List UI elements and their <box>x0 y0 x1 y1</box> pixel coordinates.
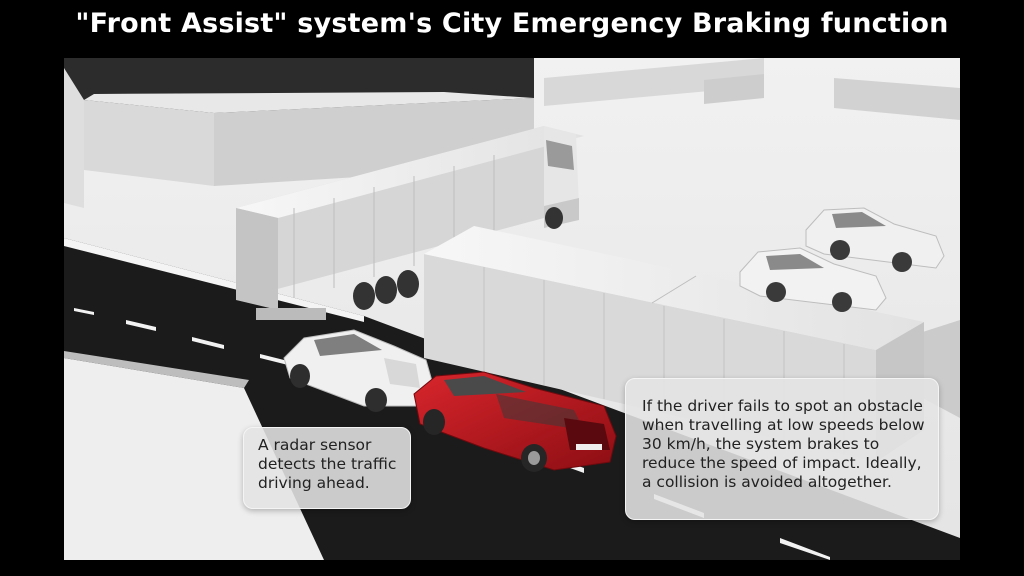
page-title: "Front Assist" system's City Emergency B… <box>75 8 949 39</box>
callout-line: detects the traffic <box>258 455 397 473</box>
parked-car <box>739 247 887 312</box>
callout-line: A radar sensor <box>258 436 372 454</box>
callout-line: If the driver fails to spot an obstacle <box>642 397 923 415</box>
truck-rear <box>236 126 584 320</box>
callout-line: reduce the speed of impact. Ideally, <box>642 454 922 472</box>
building <box>64 58 534 208</box>
radar-sensor-callout: A radar sensor detects the traffic drivi… <box>243 427 411 509</box>
featured-car <box>413 371 617 472</box>
callout-line: 30 km/h, the system brakes to <box>642 435 880 453</box>
emergency-braking-callout: If the driver fails to spot an obstacle … <box>625 378 939 520</box>
callout-line: when travelling at low speeds below <box>642 416 925 434</box>
callout-line: a collision is avoided altogether. <box>642 473 892 491</box>
callout-line: driving ahead. <box>258 474 370 492</box>
lead-car <box>283 329 435 412</box>
parked-car <box>805 207 945 272</box>
